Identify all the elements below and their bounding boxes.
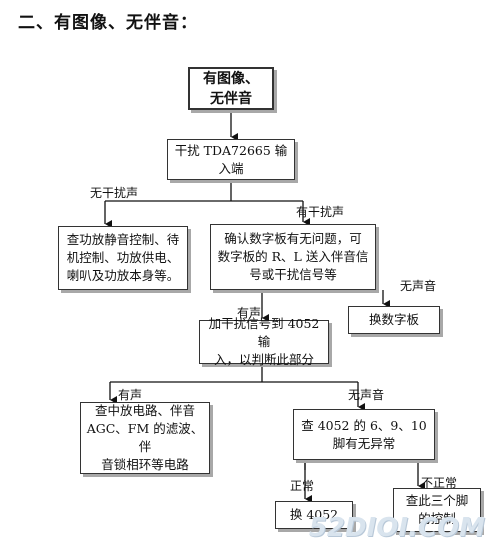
check-pins-text: 查此三个脚 的控制 bbox=[405, 493, 469, 526]
check-pins-node: 查此三个脚 的控制 bbox=[393, 488, 481, 532]
amp-check-node: 查功放静音控制、待 机控制、功放供电、 喇叭及功放本身等。 bbox=[58, 226, 188, 290]
watermark: 52DIOI.COM bbox=[308, 513, 485, 543]
label-has-sound-2: 有声 bbox=[118, 388, 143, 402]
inject-4052-text: 加干扰信号到 4052 输 入，以判断此部分 bbox=[208, 316, 320, 367]
replace-board-node: 换数字板 bbox=[348, 306, 440, 334]
input-node: 干扰 TDA72665 输 入端 bbox=[167, 139, 295, 180]
label-no-interference: 无干扰声 bbox=[90, 186, 139, 200]
input-node-text: 干扰 TDA72665 输 入端 bbox=[174, 142, 288, 176]
replace-board-text: 换数字板 bbox=[368, 312, 419, 327]
mid-amp-text: 查中放电路、伴音 AGC、FM 的滤波、伴 音锁相环等电路 bbox=[86, 403, 204, 472]
start-node: 有图像、 无伴音 bbox=[188, 67, 274, 110]
board-check-text: 确认数字板有无问题，可 数字板的 R、L 送入伴音信 号或干扰信号等 bbox=[217, 231, 369, 282]
label-no-sound-1: 无声音 bbox=[400, 279, 437, 293]
label-has-interference: 有干扰声 bbox=[296, 205, 345, 219]
check-4052-text: 查 4052 的 6、9、10 脚有无异常 bbox=[301, 417, 427, 451]
label-no-sound-2: 无声音 bbox=[348, 388, 385, 402]
replace-4052-text: 换 4052 bbox=[289, 507, 339, 522]
amp-check-text: 查功放静音控制、待 机控制、功放供电、 喇叭及功放本身等。 bbox=[66, 232, 180, 283]
section-heading: 二、有图像、无伴音： bbox=[18, 13, 198, 33]
replace-4052-node: 换 4052 bbox=[275, 501, 353, 529]
start-node-text: 有图像、 无伴音 bbox=[203, 70, 259, 107]
label-normal: 正常 bbox=[290, 479, 315, 493]
board-check-node: 确认数字板有无问题，可 数字板的 R、L 送入伴音信 号或干扰信号等 bbox=[210, 224, 376, 290]
inject-4052-node: 加干扰信号到 4052 输 入，以判断此部分 bbox=[199, 316, 329, 367]
label-abnormal: 不正常 bbox=[421, 476, 458, 490]
mid-amp-node: 查中放电路、伴音 AGC、FM 的滤波、伴 音锁相环等电路 bbox=[80, 402, 210, 474]
check-4052-node: 查 4052 的 6、9、10 脚有无异常 bbox=[293, 409, 435, 460]
label-has-sound-1: 有声 bbox=[237, 306, 262, 320]
